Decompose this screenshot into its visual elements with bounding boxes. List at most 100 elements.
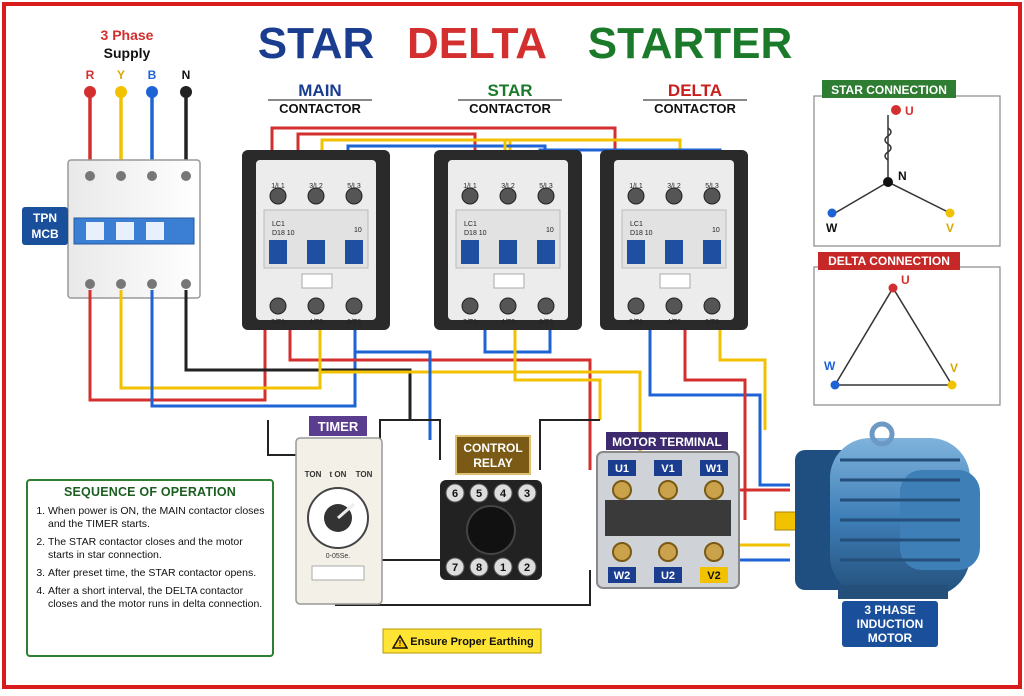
contactor-bottom-terminal-label: 2/T1 [629,319,643,326]
supply-line1: 3 Phase [101,27,154,43]
warning-icon [391,634,409,649]
contactor-model-line2: D18 10 [630,230,653,237]
contactor-aux-label: 10 [354,227,362,234]
earthing-text: Ensure Proper Earthing [410,636,533,648]
title-delta: DELTA [407,19,547,68]
motor-label-line3: MOTOR [868,631,913,645]
motor-terminal-top-label: U1 [615,463,629,475]
motor-terminal-top-label: W1 [706,463,723,475]
contactor-top-terminal-label: 3/L2 [667,183,681,190]
main-contactor-sub: CONTACTOR [279,101,361,116]
title-star: STAR [258,19,375,68]
motor-terminal-bottom-label: U2 [661,570,675,582]
motor-label-line2: INDUCTION [857,617,924,631]
contactor-top-terminal-label: 1/L1 [629,183,643,190]
contactor-bottom-terminal-label: 4/T2 [501,319,515,326]
delta-contactor-title: DELTA [668,81,722,100]
relay-pin-top: 3 [524,488,530,500]
contactor-bottom-terminal-label: 2/T1 [271,319,285,326]
mcb-label-line1: TPN [33,211,57,225]
contactor-top-terminal-label: 5/L3 [705,183,719,190]
main-contactor-title: MAIN [298,81,341,100]
sequence-step: When power is ON, the MAIN contactor clo… [48,505,266,531]
sequence-of-operation-panel: SEQUENCE OF OPERATION When power is ON, … [26,479,274,657]
contactor-headings: MAIN CONTACTOR STAR CONTACTOR DELTA CONT… [268,81,747,116]
sequence-title: SEQUENCE OF OPERATION [63,485,237,499]
relay-title-line1: CONTROL [463,441,522,455]
relay-pin-bottom: 2 [524,562,530,574]
delta-w-label: W [824,359,836,373]
contactor-model-line1: LC1 [272,221,285,228]
contactor-model-line2: D18 10 [464,230,487,237]
contactor-bottom-terminal-label: 2/T1 [463,319,477,326]
phase-r-label: R [86,68,95,82]
sequence-step: After a short interval, the DELTA contac… [48,585,266,611]
plug-y-icon [115,86,127,98]
star-contactor-title: STAR [487,81,532,100]
star-w-label: W [826,221,838,235]
induction-motor-icon [774,421,980,599]
relay-pin-bottom: 7 [452,562,458,574]
contactor-bottom-terminal-label: 4/T2 [667,319,681,326]
relay-pin-top: 4 [500,488,507,500]
mcb-label-line2: MCB [31,227,59,241]
contactor-aux-label: 10 [712,227,720,234]
sequence-step: After preset time, the STAR contactor op… [48,567,266,580]
plug-r-icon [84,86,96,98]
contactor-top-terminal-label: 1/L1 [463,183,477,190]
contactor-top-terminal-label: 5/L3 [347,183,361,190]
timer-ton-center: t ON [330,470,347,479]
star-u-label: U [905,104,914,118]
phase-n-label: N [182,68,191,82]
timer-device: TIMER TON t ON TON 0-05Se. [295,416,383,605]
star-connection-title: STAR CONNECTION [831,83,947,97]
contactor-top-terminal-label: 3/L2 [309,183,323,190]
delta-contactor-sub: CONTACTOR [654,101,736,116]
plug-b-icon [146,86,158,98]
relay-pin-top: 5 [476,488,482,500]
phase-b-label: B [148,68,157,82]
sequence-list: When power is ON, the MAIN contactor clo… [28,505,272,611]
title-starter: STARTER [588,19,793,68]
timer-title: TIMER [318,419,359,434]
star-connection-panel: STAR CONNECTION U N W V [813,80,1001,247]
contactor-top-terminal-label: 5/L3 [539,183,553,190]
contactor-bottom-terminal-label: 6/T3 [539,319,553,326]
contactor-bottom-terminal-label: 6/T3 [705,319,719,326]
relay-pin-bottom: 8 [476,562,482,574]
star-n-label: N [898,169,907,183]
contactor-model-line1: LC1 [464,221,477,228]
contactor-top-terminal-label: 3/L2 [501,183,515,190]
plug-n-icon [180,86,192,98]
relay-pin-top: 6 [452,488,458,500]
mcb-label-badge [22,207,68,245]
contactor-bottom-terminal-label: 6/T3 [347,319,361,326]
delta-connection-title: DELTA CONNECTION [828,254,950,268]
timer-range: 0-05Se. [326,553,351,560]
motor-terminal-bottom-label: W2 [614,570,631,582]
timer-ton-left: TON [305,470,322,479]
delta-v-label: V [950,361,958,375]
motor-label-line1: 3 PHASE [864,603,915,617]
motor-terminal-bottom-label: V2 [707,570,720,582]
contactor-bottom-terminal-label: 4/T2 [309,319,323,326]
sequence-step: The STAR contactor closes and the motor … [48,536,266,562]
star-contactor-sub: CONTACTOR [469,101,551,116]
supply-line2: Supply [104,45,151,61]
contactor-top-terminal-label: 1/L1 [271,183,285,190]
phase-y-label: Y [117,68,125,82]
timer-ton-right: TON [356,470,373,479]
contactor-model-line1: LC1 [630,221,643,228]
motor-terminal-title: MOTOR TERMINAL [612,435,722,449]
delta-connection-panel: DELTA CONNECTION U W V [813,252,1001,406]
svg-text:!: ! [399,639,402,648]
star-v-label: V [946,221,954,235]
